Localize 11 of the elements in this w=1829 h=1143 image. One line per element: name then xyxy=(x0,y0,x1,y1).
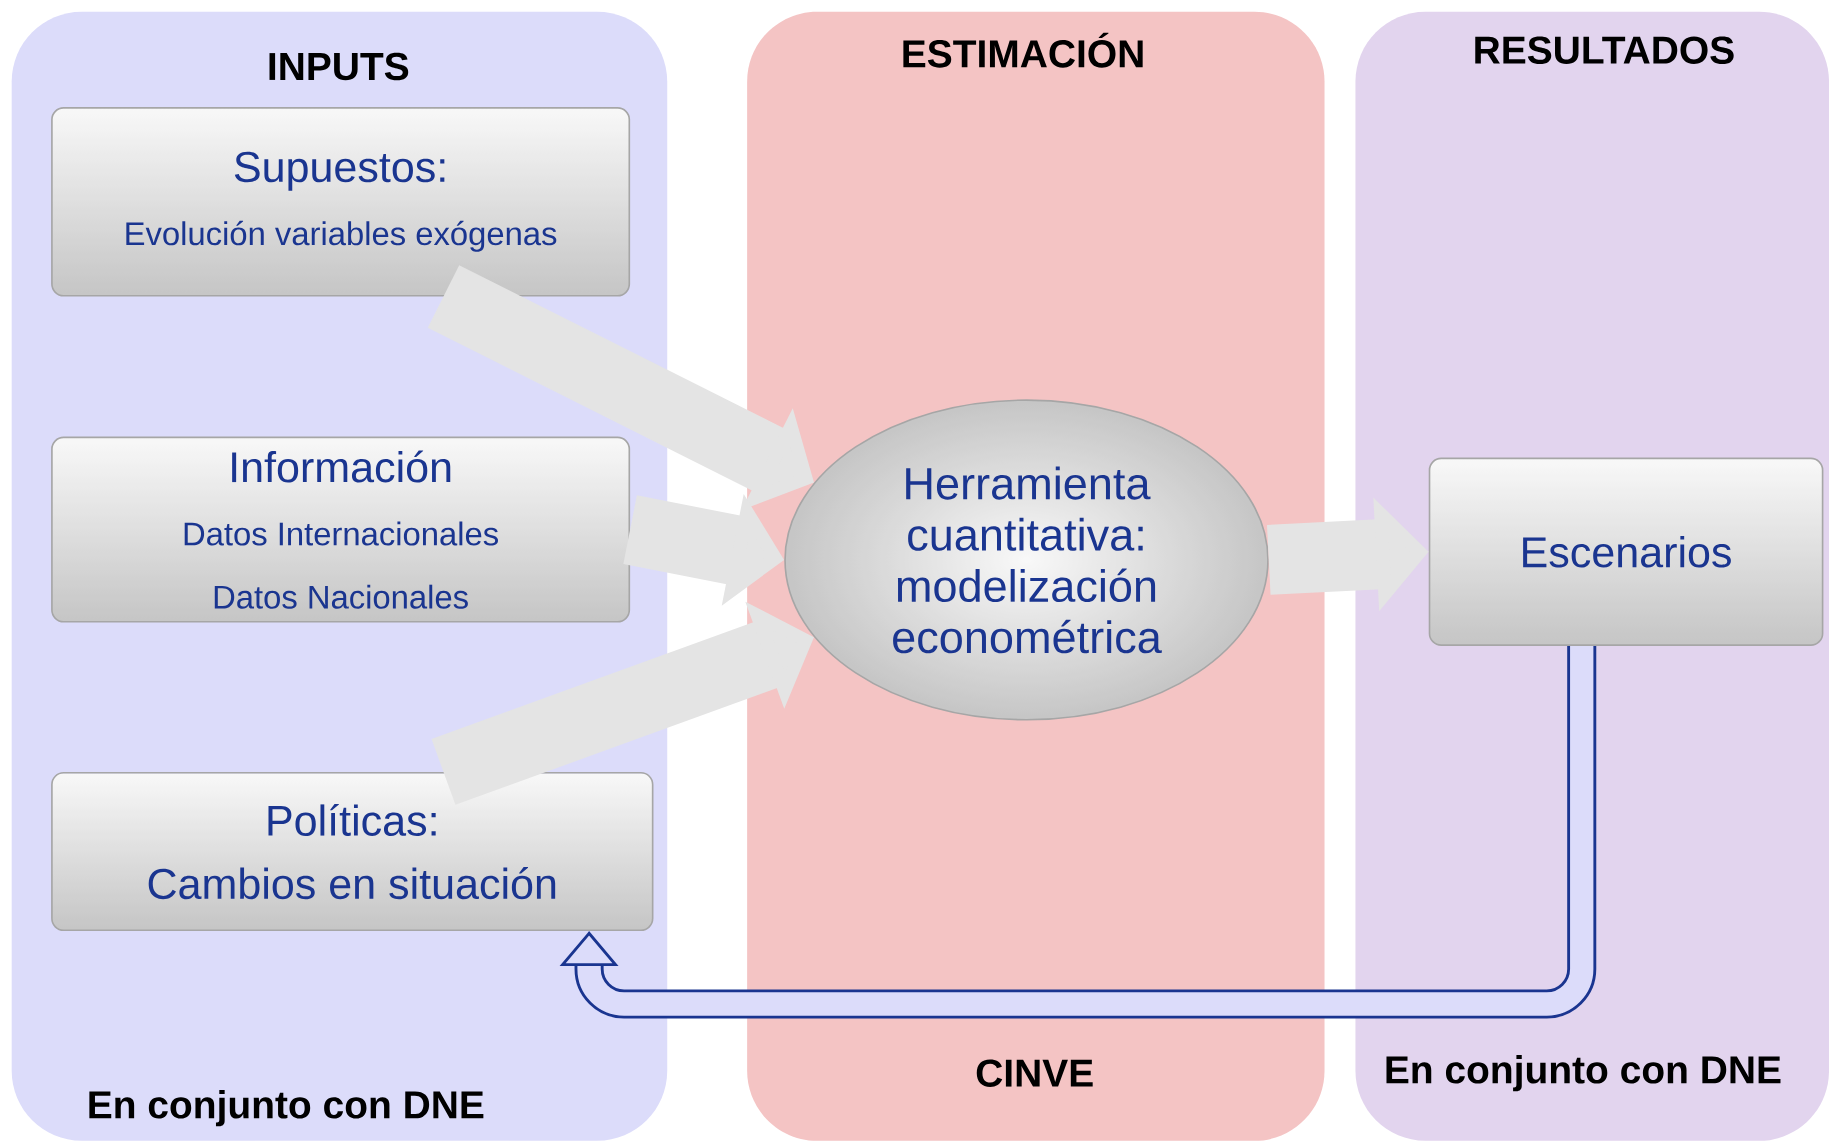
input-box: Políticas: Cambios en situación xyxy=(51,771,654,932)
column-heading: RESULTADOS xyxy=(1475,36,1734,64)
column-footer: En conjunto con DNE xyxy=(89,1089,484,1127)
column-footer: En conjunto con DNE xyxy=(1386,1054,1781,1092)
input-box: Supuestos: Evolución variables exógenas xyxy=(51,107,631,297)
input-box: Información Datos Internacionales Datos Nacionales xyxy=(51,436,631,623)
feedback-arrow xyxy=(559,645,1597,1019)
column-footer: CINVE xyxy=(976,1059,1093,1087)
input-box: Escenarios xyxy=(1428,457,1824,646)
column-heading: ESTIMACIÓN xyxy=(903,32,1143,68)
column-heading: INPUTS xyxy=(269,52,409,81)
